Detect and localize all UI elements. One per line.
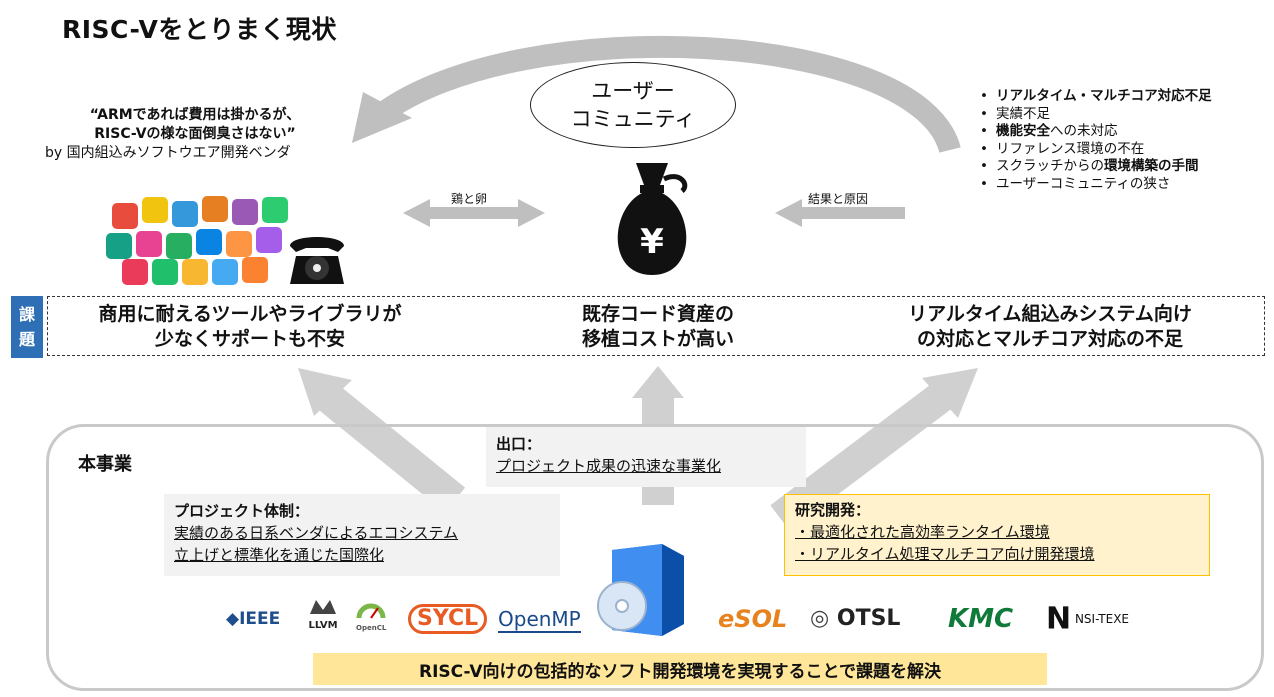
issue-item: リアルタイム・マルチコア対応不足 [980,88,1212,106]
svg-text:¥: ¥ [640,222,664,262]
curved-arrow [373,35,961,154]
business-section [46,424,1264,691]
issue-item: 実績不足 [980,106,1212,124]
community-line1: ユーザー [591,79,675,103]
project-line1: 実績のある日系ベンダによるエコシステム [174,524,459,542]
issue-item: ユーザーコミュニティの狭さ [980,176,1212,194]
quote-line1: “ARMであれば費用は掛かるが、 [89,107,301,123]
community-line2: コミュニティ [570,107,696,131]
project-heading: プロジェクト体制： [174,502,310,520]
nsi-texe-logo: N NSI-TEXE [1046,601,1130,637]
problem-1: 商用に耐えるツールやライブラリが少なくサポートも不安 [98,303,402,350]
app-icons-cluster [100,195,370,287]
conclusion-banner: RISC-V向けの包括的なソフト開発環境を実現することで課題を解決 [313,653,1047,685]
rnd-line1: ・最適化された高効率ランタイム環境 [795,523,1050,541]
issue-item: スクラッチからの環境構築の手間 [980,158,1212,176]
software-box-icon [597,544,684,636]
chicken-egg-label: 鶏と卵 [451,192,488,206]
issues-box [47,296,1265,356]
kmc-logo: KMC [948,604,1014,634]
conclusion-text: RISC-V向けの包括的なソフト開発環境を実現することで課題を解決 [419,661,941,682]
rnd-line2: ・リアルタイム処理マルチコア向け開発環境 [795,545,1095,563]
issue-item: リファレンス環境の不在 [980,141,1212,159]
kadai-char2: 題 [18,330,35,349]
exit-text: プロジェクト成果の迅速な事業化 [496,457,722,475]
llvm-logo: LLVM [308,598,338,632]
issues-list: リアルタイム・マルチコア対応不足 実績不足 機能安全への未対応 リファレンス環境… [980,88,1212,193]
issue-item: 機能安全への未対応 [980,123,1212,141]
cause-effect-label: 結果と原因 [808,192,869,206]
vendor-quote: “ARMであれば費用は掛かるが、 RISC-Vの様な面倒臭さはない” by 国内… [30,106,360,163]
user-community-ellipse: ユーザー コミュニティ [530,62,736,148]
page-title: RISC-Vをとりまく現状 [62,15,337,44]
exit-heading: 出口： [496,435,542,453]
sycl-logo: SYCL [408,603,488,635]
money-bag-yen-icon: ¥ [617,163,688,275]
problem-2: 既存コード資産の移植コストが高い [581,303,734,350]
kadai-char1: 課 [18,305,35,324]
exit-box: 出口： プロジェクト成果の迅速な事業化 [486,427,806,487]
rnd-box: 研究開発： ・最適化された高効率ランタイム環境 ・リアルタイム処理マルチコア向け… [784,494,1210,576]
opencl-logo: OpenCL [356,600,386,633]
business-title: 本事業 [78,454,132,475]
rnd-heading: 研究開発： [795,501,871,519]
quote-line2: RISC-Vの様な面倒臭さはない” [94,126,296,142]
quote-attribution: by 国内組込みソフトウエア開発ベンダ [45,145,291,161]
openmp-logo: OpenMP [498,607,581,633]
otsl-logo: ◎ OTSL [810,606,901,631]
ieee-logo: ◆IEEE [226,609,281,629]
telephone-icon [290,237,344,284]
esol-logo: eSOL [718,605,788,633]
project-structure-box: プロジェクト体制： 実績のある日系ベンダによるエコシステム 立上げと標準化を通じ… [164,494,560,576]
problem-3: リアルタイム組込みシステム向けの対応とマルチコア対応の不足 [908,303,1192,350]
curved-arrow-head [352,92,412,143]
kadai-tag: 課 題 [11,296,43,358]
up-arrow-left [311,379,466,513]
project-line2: 立上げと標準化を通じた国際化 [174,546,385,564]
